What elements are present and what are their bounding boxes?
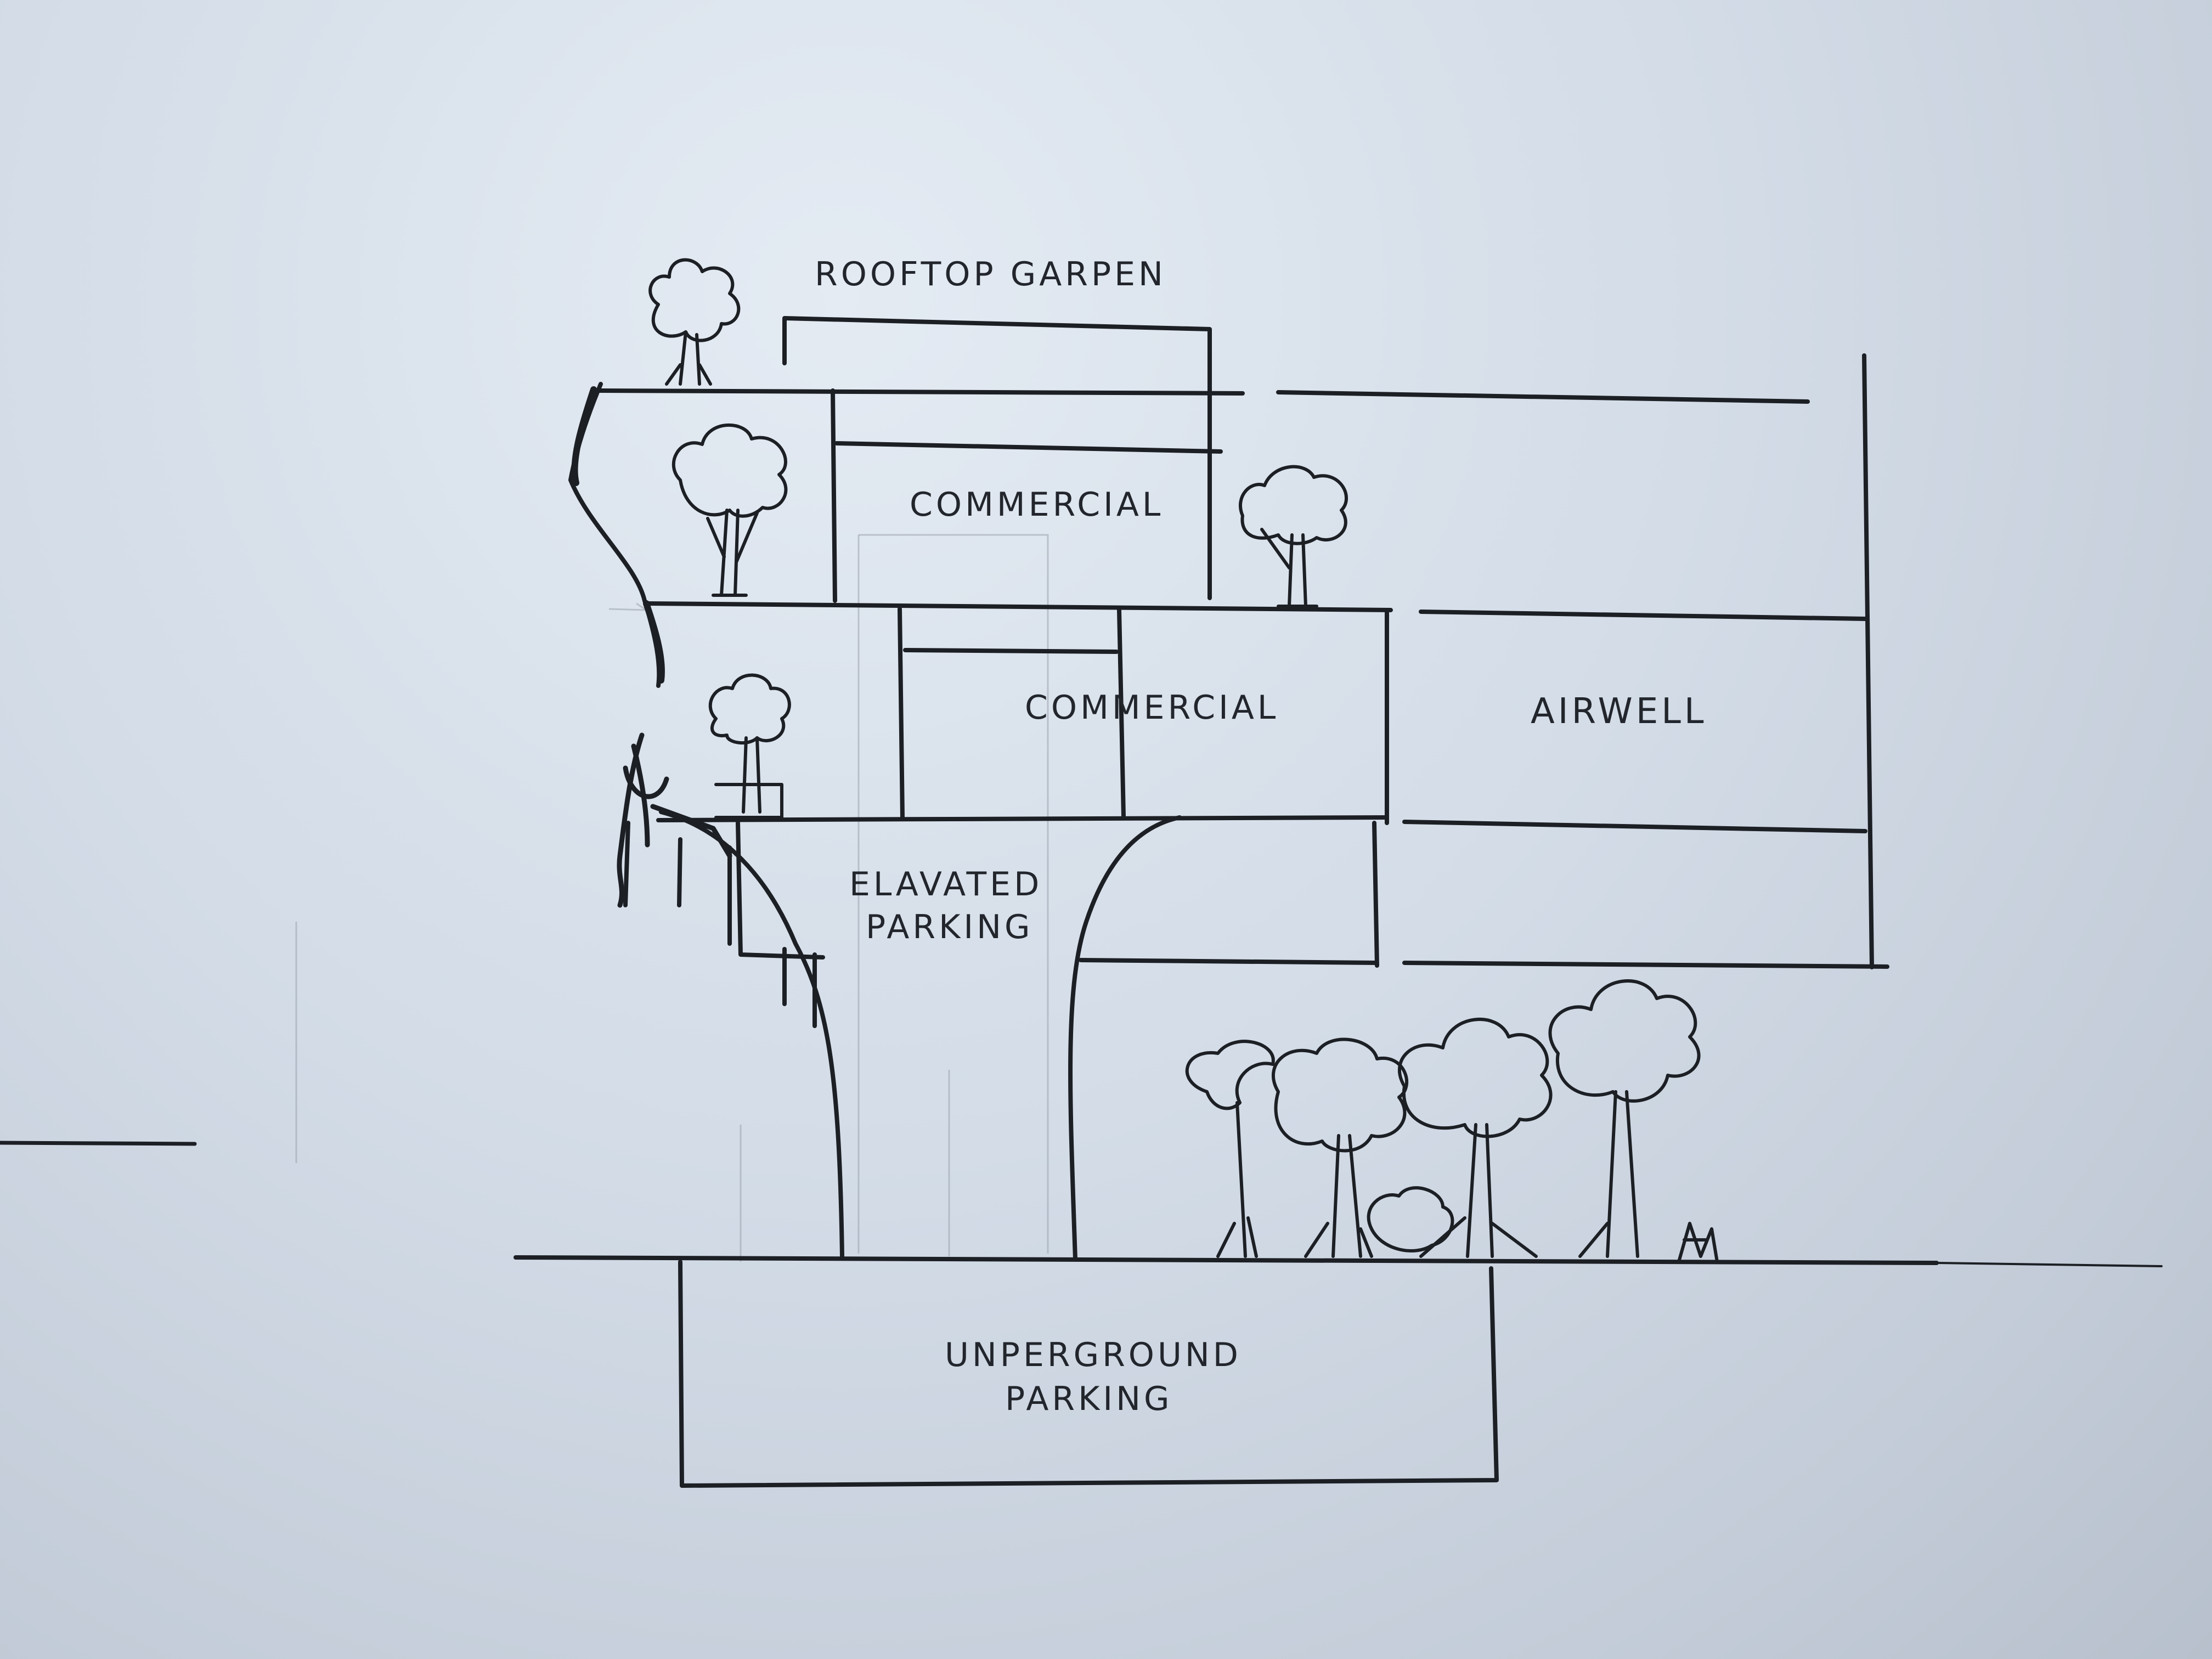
label-airwell: AIRWELL: [1531, 691, 1707, 732]
trees: [648, 258, 1719, 1263]
diagram-labels: ROOFTOP GARPEN COMMERCIAL COMMERCIAL AIR…: [815, 255, 1707, 1418]
label-commercial-lower: COMMERCIAL: [1025, 689, 1279, 727]
hanging-plants-icon: [617, 732, 732, 908]
tree-icon: [1397, 1018, 1553, 1258]
label-elevated-parking-line1: ELAVATED: [849, 865, 1042, 904]
label-rooftop-garden: ROOFTOP GARPEN: [815, 255, 1166, 294]
label-elevated-parking-line2: PARKING: [866, 908, 1034, 946]
tree-icon: [1548, 979, 1701, 1258]
tree-icon: [648, 258, 741, 386]
tree-icon: [1238, 465, 1348, 608]
pencil-guidelines: [295, 534, 1049, 1262]
building-structure: [514, 316, 2163, 1488]
tree-icon: [708, 673, 791, 819]
label-underground-parking-line1: UNPERGROUND: [945, 1336, 1242, 1374]
shrub-icon: [1367, 1186, 1454, 1252]
shrub-icon: [1677, 1222, 1719, 1263]
tree-icon: [1271, 1037, 1409, 1258]
label-commercial-upper: COMMERCIAL: [910, 486, 1164, 524]
tree-icon: [672, 423, 788, 597]
label-underground-parking-line2: PARKING: [1005, 1380, 1173, 1418]
tree-icon: [1185, 1040, 1275, 1258]
reference-line: [0, 1141, 197, 1146]
